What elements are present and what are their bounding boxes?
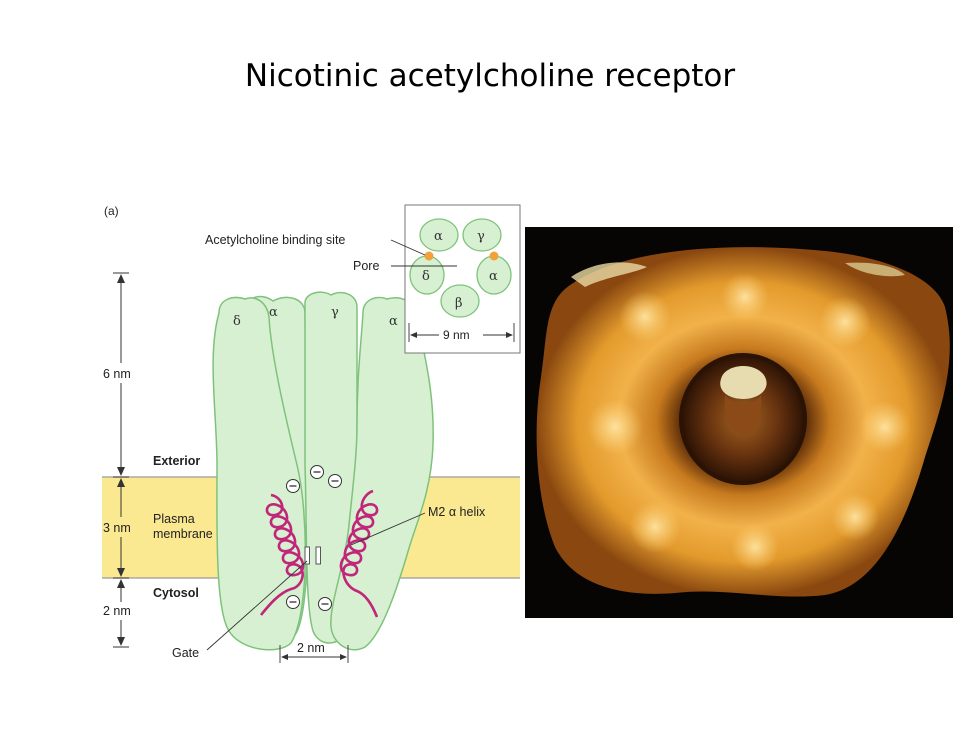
binding-site-callout-line <box>390 239 426 256</box>
binding-site-dot-right <box>489 251 499 261</box>
pore-width-arrows <box>281 654 347 660</box>
helix-left <box>259 493 305 616</box>
pore-width-label: 2 nm <box>297 641 325 655</box>
top-width-label: 9 nm <box>443 328 470 342</box>
top-subunit-alpha-1 <box>419 218 459 252</box>
side-subunit-gamma: γ <box>331 305 339 320</box>
pore-cap <box>720 365 767 399</box>
m2-helices <box>259 489 379 618</box>
top-subunit-beta-label: β <box>455 296 463 311</box>
subunit-delta <box>212 296 307 651</box>
top-subunit-gamma-label: γ <box>477 229 485 244</box>
plasma-label: Plasma <box>153 512 195 526</box>
pore-width-bracket <box>279 645 349 663</box>
surface-bumps <box>587 273 911 571</box>
receptor-diagram: (a) 6 nm 3 nm 2 nm Exterior Plasma membr… <box>102 204 521 663</box>
side-subunit-alpha-2: α <box>389 314 398 329</box>
pore-label: Pore <box>353 259 379 273</box>
gate-bar-right <box>315 546 321 565</box>
negative-charges <box>286 465 342 611</box>
receptor-3d-reconstruction-image <box>525 227 953 618</box>
gate-callout-line <box>206 560 308 651</box>
top-subunit-alpha-2-label: α <box>489 269 498 284</box>
binding-site-dot-left <box>424 251 434 261</box>
top-left-cap <box>571 262 647 287</box>
helix-label: M2 α helix <box>428 505 486 519</box>
top-right-cap <box>845 262 905 277</box>
helix-right <box>339 489 379 618</box>
top-subunit-beta <box>440 284 480 318</box>
dimension-6nm: 6 nm <box>103 367 131 381</box>
pore-interior <box>724 395 762 435</box>
exterior-label: Exterior <box>153 454 200 468</box>
membrane-label: membrane <box>153 527 213 541</box>
top-subunit-alpha-1-label: α <box>434 229 443 244</box>
binding-site-label: Acetylcholine binding site <box>205 233 345 247</box>
receptor-side-view <box>212 291 434 651</box>
gate-label: Gate <box>172 646 199 660</box>
top-subunit-delta-label: δ <box>422 269 430 284</box>
helix-callout-line <box>350 512 426 546</box>
dimension-arrows <box>117 274 125 646</box>
side-subunit-delta: δ <box>233 314 241 329</box>
cytosol-label: Cytosol <box>153 586 199 600</box>
gate-bar-left <box>304 546 310 565</box>
dimension-scale <box>113 272 129 648</box>
dimension-3nm: 3 nm <box>103 521 131 535</box>
top-view-subunits <box>409 218 512 318</box>
panel-label: (a) <box>104 204 119 218</box>
dimension-2nm: 2 nm <box>103 604 131 618</box>
slide-title: Nicotinic acetylcholine receptor <box>244 58 736 94</box>
top-subunit-gamma <box>462 218 502 252</box>
pore-rim <box>679 353 807 485</box>
side-subunit-alpha-1: α <box>269 305 278 320</box>
